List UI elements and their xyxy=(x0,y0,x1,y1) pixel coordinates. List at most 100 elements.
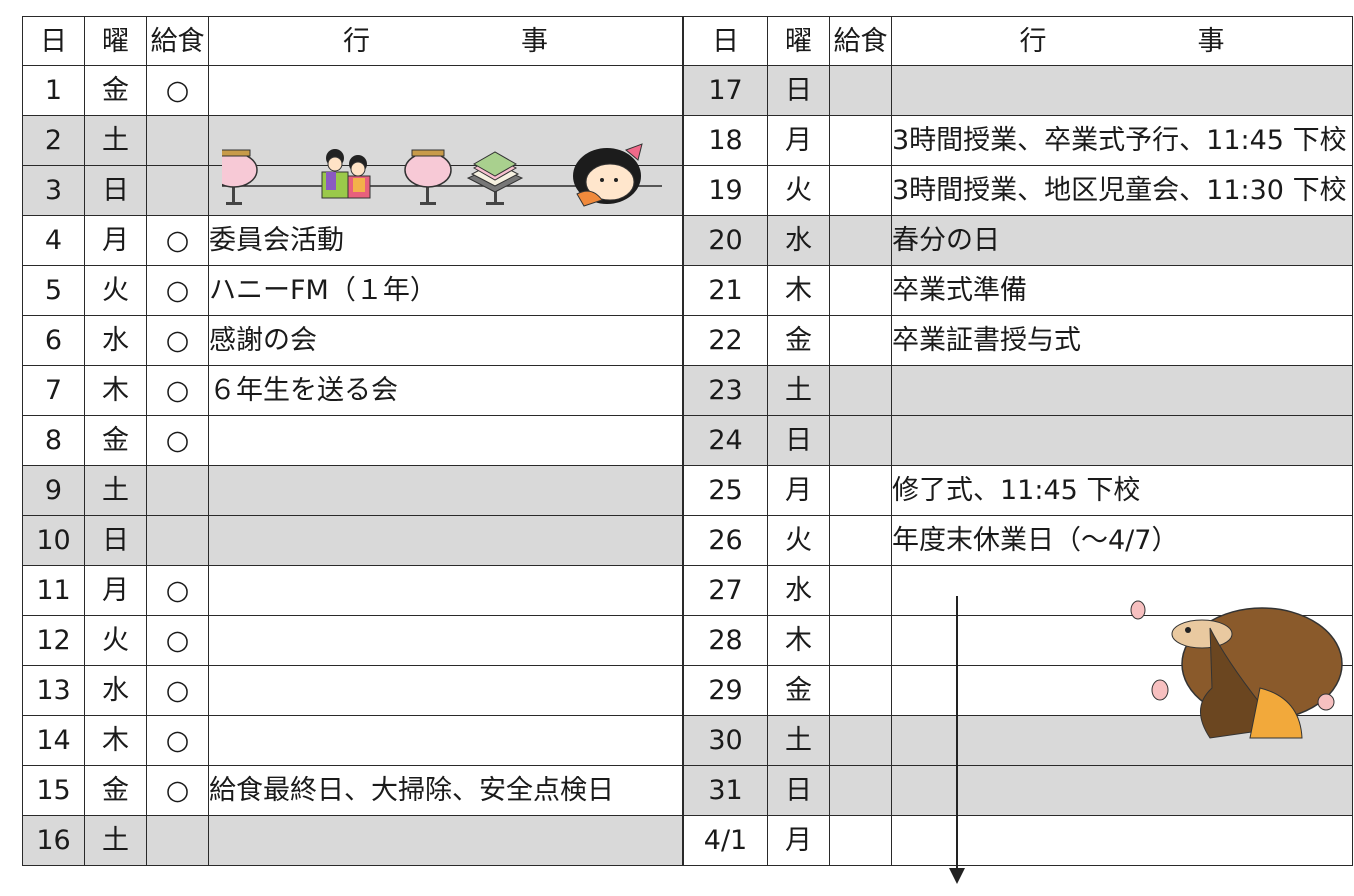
weekday-cell: 金 xyxy=(84,415,147,466)
day-cell: 16 xyxy=(22,815,85,866)
weekday-cell: 日 xyxy=(84,165,147,216)
meal-cell xyxy=(829,165,892,216)
meal-cell xyxy=(829,315,892,366)
meal-cell xyxy=(829,815,892,866)
weekday-cell: 日 xyxy=(767,765,830,816)
weekday-cell: 金 xyxy=(767,315,830,366)
day-cell: 19 xyxy=(683,165,768,216)
header-row: 日 曜 給食 行事 xyxy=(22,16,683,66)
event-cell xyxy=(891,365,1353,416)
lantern-left-icon xyxy=(222,149,258,205)
meal-cell xyxy=(146,815,209,866)
weekday-cell: 金 xyxy=(84,65,147,116)
event-cell xyxy=(891,565,1353,616)
day-cell: 9 xyxy=(22,465,85,516)
day-cell: 14 xyxy=(22,715,85,766)
meal-cell xyxy=(146,465,209,516)
weekday-cell: 金 xyxy=(767,665,830,716)
event-cell xyxy=(208,515,683,566)
day-cell: 27 xyxy=(683,565,768,616)
meal-cell: ○ xyxy=(146,615,209,666)
weekday-cell: 水 xyxy=(84,665,147,716)
header-day: 日 xyxy=(683,16,768,66)
event-cell: ６年生を送る会 xyxy=(208,365,683,416)
weekday-cell: 土 xyxy=(84,115,147,166)
meal-cell xyxy=(829,715,892,766)
day-cell: 6 xyxy=(22,315,85,366)
day-cell: 13 xyxy=(22,665,85,716)
event-cell xyxy=(208,715,683,766)
weekday-cell: 月 xyxy=(767,465,830,516)
event-cell xyxy=(891,815,1353,866)
weekday-cell: 火 xyxy=(84,265,147,316)
header-event: 行事 xyxy=(891,16,1353,66)
meal-cell: ○ xyxy=(146,415,209,466)
lantern-right-icon xyxy=(404,149,452,205)
event-cell xyxy=(208,815,683,866)
meal-cell: ○ xyxy=(146,565,209,616)
day-cell: 23 xyxy=(683,365,768,416)
meal-cell xyxy=(829,465,892,516)
event-cell: 修了式、11:45 下校 xyxy=(891,465,1353,516)
day-cell: 21 xyxy=(683,265,768,316)
meal-cell xyxy=(829,515,892,566)
day-cell: 4 xyxy=(22,215,85,266)
weekday-cell: 金 xyxy=(84,765,147,816)
event-cell xyxy=(891,65,1353,116)
day-cell: 12 xyxy=(22,615,85,666)
weekday-cell: 火 xyxy=(84,615,147,666)
meal-cell xyxy=(146,115,209,166)
weekday-cell: 月 xyxy=(84,215,147,266)
meal-cell xyxy=(829,65,892,116)
weekday-cell: 月 xyxy=(767,815,830,866)
meal-cell: ○ xyxy=(146,315,209,366)
event-cell: 給食最終日、大掃除、安全点検日 xyxy=(208,765,683,816)
meal-cell: ○ xyxy=(146,265,209,316)
meal-cell: ○ xyxy=(146,365,209,416)
hishimochi-icon xyxy=(466,151,524,205)
header-meal: 給食 xyxy=(146,16,209,66)
day-cell: 11 xyxy=(22,565,85,616)
weekday-cell: 水 xyxy=(767,215,830,266)
day-cell: 22 xyxy=(683,315,768,366)
event-cell: 春分の日 xyxy=(891,215,1353,266)
day-cell: 7 xyxy=(22,365,85,416)
hinamatsuri-illustration xyxy=(222,143,662,207)
girl-face-icon xyxy=(573,143,643,207)
event-cell xyxy=(208,665,683,716)
day-cell: 28 xyxy=(683,615,768,666)
meal-cell xyxy=(829,265,892,316)
day-cell: 18 xyxy=(683,115,768,166)
meal-cell xyxy=(829,765,892,816)
meal-cell xyxy=(829,565,892,616)
weekday-cell: 水 xyxy=(767,565,830,616)
event-cell: 卒業式準備 xyxy=(891,265,1353,316)
day-cell: 1 xyxy=(22,65,85,116)
header-weekday: 曜 xyxy=(84,16,147,66)
weekday-cell: 火 xyxy=(767,515,830,566)
day-cell: 10 xyxy=(22,515,85,566)
event-cell: 感謝の会 xyxy=(208,315,683,366)
meal-cell xyxy=(829,665,892,716)
meal-cell: ○ xyxy=(146,715,209,766)
header-meal: 給食 xyxy=(829,16,892,66)
day-cell: 3 xyxy=(22,165,85,216)
